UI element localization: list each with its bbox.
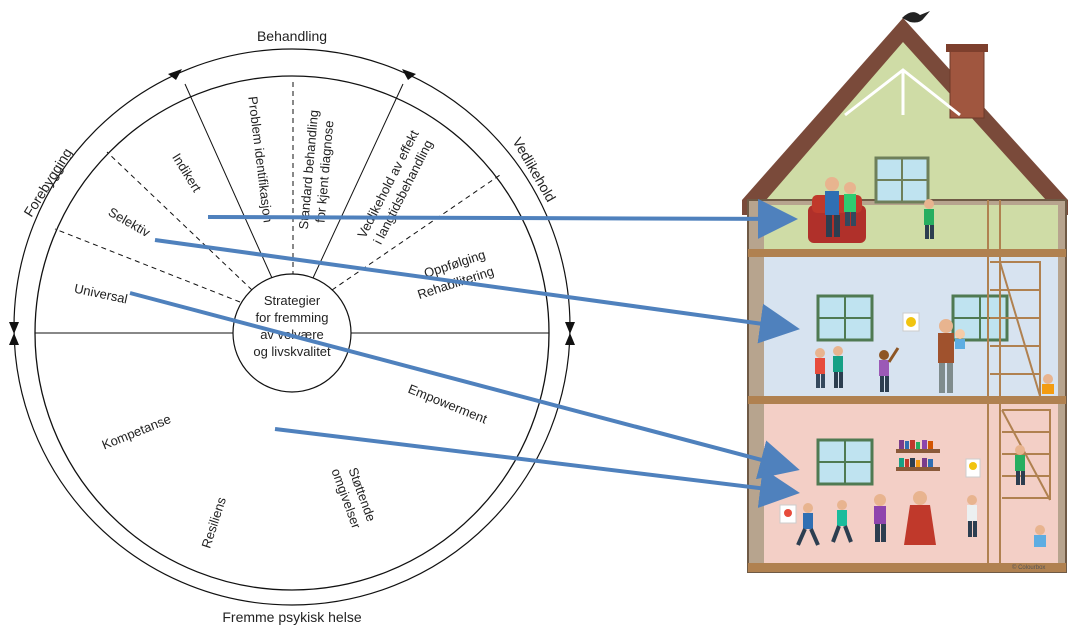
person-child-running <box>831 500 853 543</box>
books <box>899 440 933 467</box>
image-credit: © Colourbox <box>1012 564 1045 571</box>
person-child-standing <box>924 199 934 239</box>
flower-drawing-icon <box>784 509 792 517</box>
arrow-universal-to-bottom-floor <box>129 291 800 480</box>
cycle-arrowhead <box>168 69 182 80</box>
bookshelf <box>896 467 940 471</box>
cycle-arc-bottom <box>13 326 571 606</box>
person-child <box>833 346 843 388</box>
arrow-selektiv-to-middle-floor <box>154 238 800 344</box>
house-illustration: © Colourbox <box>742 11 1068 573</box>
center-circle <box>232 273 352 393</box>
strategy-wheel: Strategier for fremming av velvære og li… <box>9 28 575 625</box>
cycle-arrowhead <box>9 333 19 345</box>
person-child <box>874 494 886 542</box>
window <box>816 438 874 486</box>
person-adult-reading <box>825 177 840 237</box>
cycle-arc-left <box>13 48 293 328</box>
person-adult-holding-baby <box>938 319 965 393</box>
center-line-4: og livskvalitet <box>253 344 331 359</box>
floor-slab <box>748 249 1066 257</box>
spoke <box>184 83 273 279</box>
bookshelf <box>896 449 940 453</box>
floor-slab <box>748 563 1066 572</box>
attic-wall <box>766 42 1046 200</box>
label-behandling: Behandling <box>257 28 327 44</box>
window <box>874 156 930 204</box>
arrow-promotion-to-bottom-floor <box>274 427 800 508</box>
label-vedlikehold: Vedlikehold <box>509 134 559 204</box>
cycle-arrowhead <box>565 333 575 345</box>
person-child-sitting <box>1042 374 1054 394</box>
person-child <box>815 348 825 388</box>
label-fremme-psykisk-helse: Fremme psykisk helse <box>222 609 361 625</box>
cycle-arrowhead <box>9 322 19 334</box>
person-child-sitting <box>1034 525 1046 547</box>
cycle-arc-right <box>291 48 571 328</box>
spoke <box>312 83 404 279</box>
chimney-cap <box>946 44 988 52</box>
dashed-spoke <box>54 228 241 303</box>
person-child-running <box>796 503 820 546</box>
person-adult-woman <box>904 491 936 545</box>
connector-arrows <box>129 198 800 508</box>
person-child-on-stairs <box>1015 445 1025 485</box>
chimney <box>949 47 985 119</box>
cycle-arrowhead <box>402 69 416 80</box>
sun-drawing-icon <box>906 317 916 327</box>
dashed-spoke <box>331 174 501 291</box>
arrow-indikert-to-top-floor <box>207 198 798 239</box>
staircase-upper <box>987 200 1041 397</box>
cycle-arrowhead <box>565 322 575 334</box>
person-child-sitting <box>844 182 856 226</box>
window <box>816 294 874 342</box>
center-line-1: Strategier <box>264 293 321 308</box>
person-child-waving <box>879 347 900 392</box>
staircase-lower <box>987 404 1051 563</box>
dashed-spoke <box>106 151 253 291</box>
floor-slab <box>748 396 1066 404</box>
center-line-2: for fremming <box>256 310 329 325</box>
person-child <box>967 495 977 537</box>
bird-icon <box>902 11 930 23</box>
flower-drawing-icon <box>969 462 977 470</box>
